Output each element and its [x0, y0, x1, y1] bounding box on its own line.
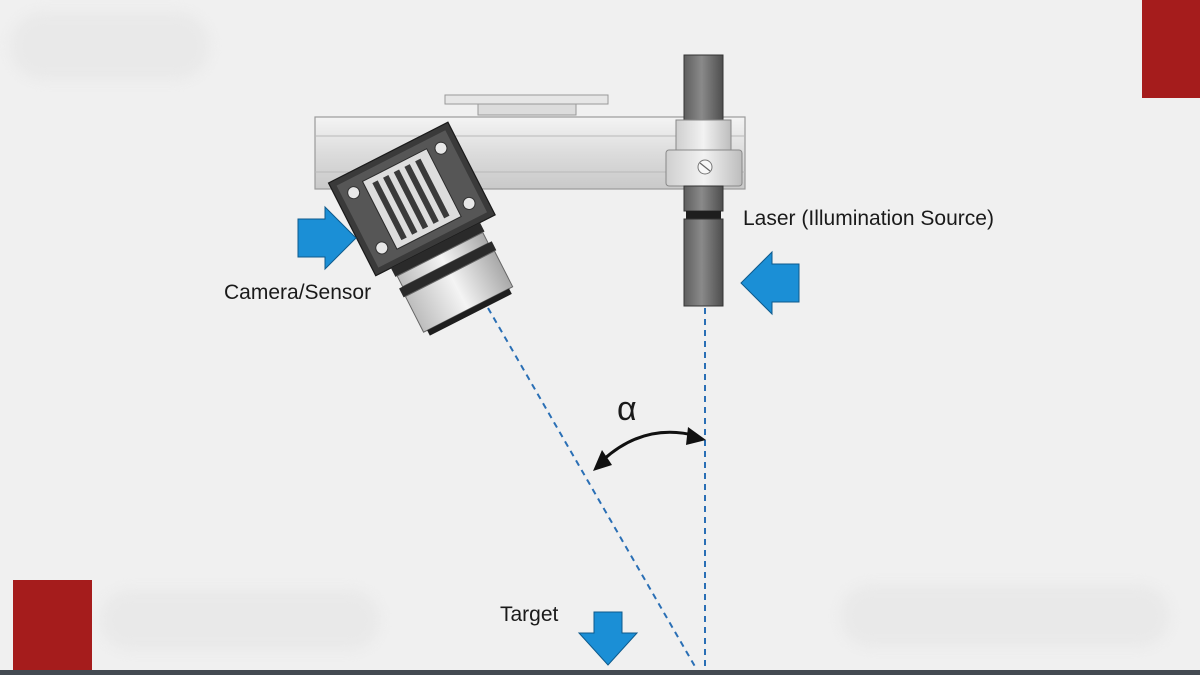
corner-accent-bottom-left [13, 580, 92, 675]
double-headed-arc-arrow-icon [593, 427, 706, 471]
arrow-down-icon [577, 611, 639, 666]
background-shape [840, 585, 1170, 647]
target-label: Target [500, 603, 559, 626]
camera-label: Camera/Sensor [224, 281, 372, 304]
laser-device [665, 54, 743, 307]
arrow-right-icon [297, 205, 357, 271]
arrow-left-icon [740, 250, 800, 316]
optical-paths [487, 307, 706, 671]
background-shape [100, 590, 380, 650]
angle-label: α [617, 390, 637, 428]
camera-view-line [487, 307, 698, 671]
background-shape [10, 12, 210, 80]
laser-label: Laser (Illumination Source) [743, 207, 994, 230]
camera-device [327, 121, 514, 336]
corner-accent-top-right [1142, 0, 1200, 98]
target-surface-line [0, 670, 1200, 675]
